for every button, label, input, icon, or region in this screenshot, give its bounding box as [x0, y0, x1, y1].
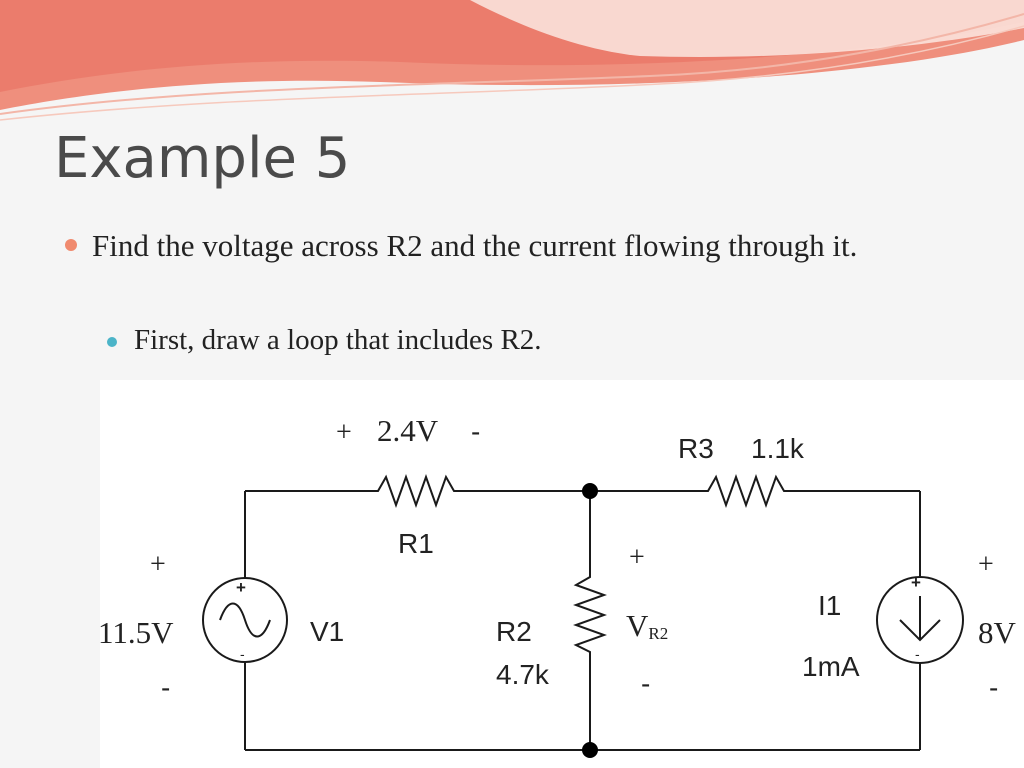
r3-resistor	[590, 474, 920, 508]
v1-plus-terminal: +	[236, 578, 246, 597]
r1-name-label: R1	[398, 528, 434, 559]
sub-bullet-1: First, draw a loop that includes R2.	[107, 318, 914, 362]
v1-plus-label: +	[150, 549, 166, 580]
circuit-diagram-panel: + 2.4V - R1 R3 1.1k R2 4.7k + VR2 - + 11…	[98, 380, 1024, 768]
i1-minus-terminal: -	[915, 646, 920, 662]
sub-bullet-dot-icon	[107, 337, 117, 347]
bottom-node	[582, 742, 598, 758]
vr2-minus-label: -	[641, 668, 650, 699]
sub-bullet-1-text: First, draw a loop that includes R2.	[134, 324, 542, 356]
vr2-label: VR2	[626, 608, 668, 643]
r2-resistor	[573, 491, 607, 750]
v1-value-label: 11.5V	[100, 615, 174, 650]
r2-name-label: R2	[496, 616, 532, 647]
i1-voltage-label: 8V	[978, 615, 1017, 650]
v1-minus-label: -	[161, 672, 170, 703]
v1-name-label: V1	[310, 616, 344, 647]
r3-value-label: 1.1k	[751, 433, 805, 464]
v1-source-icon	[202, 577, 288, 663]
slide-title: Example 5	[54, 126, 351, 191]
r2-value-label: 4.7k	[496, 659, 550, 690]
bullet-1-text: Find the voltage across R2 and the curre…	[92, 228, 858, 263]
r1-minus-label: -	[471, 416, 480, 447]
bullet-1: Find the voltage across R2 and the curre…	[65, 224, 922, 268]
bullet-dot-icon	[65, 239, 77, 251]
decorative-banner	[0, 0, 1024, 121]
i1-current-source-icon	[876, 576, 964, 664]
vr2-plus-label: +	[629, 542, 645, 573]
r3-name-label: R3	[678, 433, 714, 464]
circuit-diagram: + 2.4V - R1 R3 1.1k R2 4.7k + VR2 - + 11…	[98, 413, 1017, 758]
i1-plus-terminal: +	[911, 573, 921, 592]
i1-minus-label: -	[989, 672, 998, 703]
v1-minus-terminal: -	[240, 646, 245, 662]
i1-value-label: 1mA	[802, 651, 860, 682]
r1-plus-label: +	[336, 417, 352, 448]
i1-plus-label: +	[978, 549, 994, 580]
i1-name-label: I1	[818, 590, 841, 621]
r1-voltage-label: 2.4V	[377, 413, 439, 448]
r1-resistor	[245, 474, 590, 508]
top-node	[582, 483, 598, 499]
